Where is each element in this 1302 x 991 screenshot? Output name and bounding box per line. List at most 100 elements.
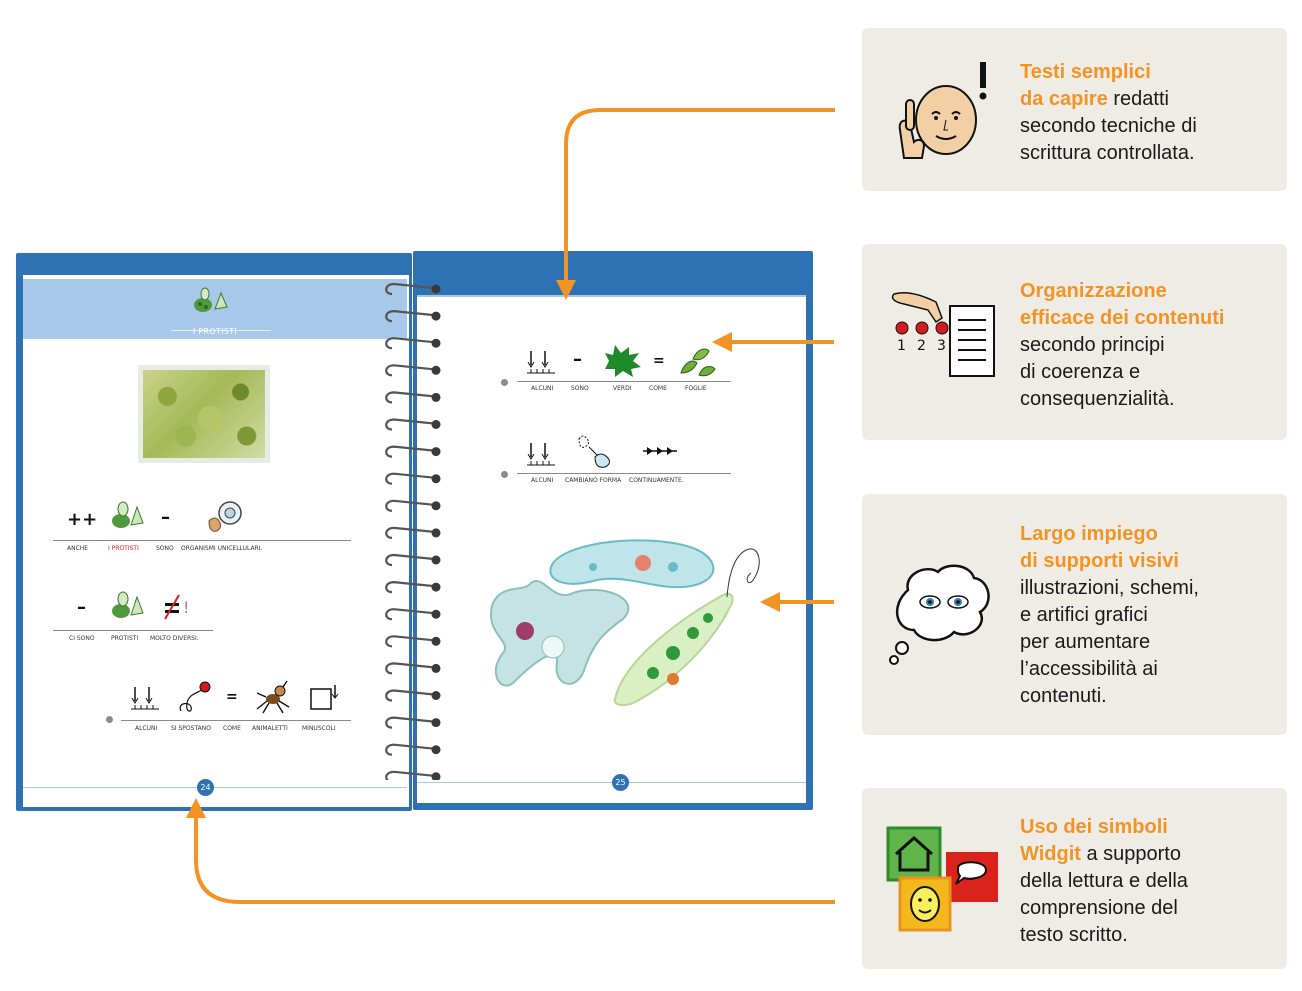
moving-symbol-icon — [179, 681, 211, 712]
protists-micrograph — [138, 365, 270, 463]
symbol-label: MINUSCOLI — [302, 725, 336, 732]
symbol-sentence-2: – ! CI SONO PROTISTI MOLTO DIVERSI. — [23, 585, 407, 645]
callout-line: secondo tecniche di — [1020, 115, 1197, 137]
notebook-page-left: I PROTISTI ++ – ANCHE I PROTISTI SONO OR… — [16, 253, 412, 811]
footer-line — [23, 787, 407, 788]
callout-card-4: Uso dei simboli Widgit a supporto della … — [862, 788, 1287, 969]
binding-ring — [385, 364, 441, 377]
symbol-label: SONO — [156, 545, 174, 552]
symbol-label: CI SONO — [69, 635, 95, 642]
some-quantifier-icon — [131, 687, 159, 710]
small-size-icon — [310, 685, 339, 710]
callout-text-1: Testi semplici da capire redatti secondo… — [1020, 59, 1197, 167]
callout-line: contenuti. — [1020, 685, 1107, 707]
arrowhead-4 — [186, 798, 206, 818]
symbol-label: SI SPOSTANO — [171, 725, 211, 732]
symbol-label: CAMBIANO FORMA — [565, 477, 622, 484]
symbol-label: PROTISTI — [111, 635, 139, 642]
footer-line — [417, 782, 806, 783]
callout-line: illustrazioni, schemi, — [1020, 577, 1199, 599]
symbol-label: ALCUNI — [135, 725, 158, 732]
sentence-baseline — [53, 630, 213, 631]
callout-line: comprensione del — [1020, 897, 1178, 919]
page-number-badge: 25 — [612, 774, 629, 791]
binding-ring — [385, 743, 441, 756]
callout-text-4: Uso dei simboli Widgit a supporto della … — [1020, 814, 1188, 949]
binding-ring — [385, 337, 441, 350]
sentence-baseline — [517, 473, 731, 474]
callout-line: Widgit a supporto — [1020, 843, 1181, 865]
binding-ring — [385, 472, 441, 485]
minus-symbol: – — [77, 597, 86, 618]
callout-line: Organizzazione — [1020, 280, 1167, 302]
paramecium-drawing — [549, 539, 715, 589]
callout-line: Testi semplici — [1020, 61, 1151, 83]
equals-symbol: = — [226, 689, 238, 705]
spiral-binding — [385, 282, 441, 780]
title-underline — [171, 330, 271, 331]
binding-ring — [385, 526, 441, 539]
symbol-label: COME — [649, 385, 667, 392]
binding-ring — [385, 418, 441, 431]
arrowhead-1 — [556, 280, 576, 300]
symbol-label: ANCHE — [67, 545, 89, 552]
connector-arrow-4 — [194, 816, 835, 904]
callout-line: testo scritto. — [1020, 924, 1128, 946]
header-line — [417, 295, 806, 297]
callout-line: l’accessibilità ai — [1020, 658, 1158, 680]
bullet-dot — [501, 379, 508, 386]
binding-ring — [385, 689, 441, 702]
binding-ring — [385, 662, 441, 675]
callout-card-2: 1 2 3 Organizzazione efficace dei conten… — [862, 244, 1287, 440]
symbol-label: ALCUNI — [531, 477, 554, 484]
callout-line: di supporti visivi — [1020, 550, 1179, 572]
symbol-label: I PROTISTI — [108, 545, 139, 552]
callout-line: consequenzialità. — [1020, 388, 1175, 410]
protists-symbol-icon — [112, 591, 144, 618]
callout-line: per aumentare — [1020, 631, 1151, 653]
micrograph-image — [143, 370, 265, 458]
sentence-baseline — [53, 540, 351, 541]
callout-text-3: Largo impiego di supporti visivi illustr… — [1020, 521, 1199, 710]
minus-symbol: – — [573, 349, 582, 370]
binding-ring — [385, 770, 441, 780]
symbol-sentence-1: ++ – ANCHE I PROTISTI SONO ORGANISMI UNI… — [23, 495, 407, 555]
notebook-page-right: – = ALCUNI SONO VERDI COME FOGLIE — [413, 251, 813, 810]
binding-ring — [385, 391, 441, 404]
binding-ring — [385, 608, 441, 621]
leaves-icon — [680, 348, 716, 377]
symbol-label: SONO — [571, 385, 589, 392]
callout-card-1: Testi semplici da capire redatti secondo… — [862, 28, 1287, 191]
symbol-label: ORGANISMI UNICELLULARI. — [181, 545, 263, 552]
protists-title-icon — [194, 287, 228, 312]
callout-line: Largo impiego — [1020, 523, 1158, 545]
callout-line: scrittura controllata. — [1020, 142, 1195, 164]
callout-card-3: Largo impiego di supporti visivi illustr… — [862, 494, 1287, 735]
binding-ring — [385, 716, 441, 729]
connector-arrow-1 — [564, 108, 835, 286]
symbol-label: FOGLIE — [685, 385, 707, 392]
binding-ring — [385, 499, 441, 512]
arrowhead-3 — [760, 592, 780, 612]
binding-ring — [385, 635, 441, 648]
thought-cloud-eyes-icon — [889, 564, 990, 665]
widgit-symbols-icon — [886, 826, 998, 932]
callout-line: da capire redatti — [1020, 88, 1169, 110]
ordered-list-icon: 1 2 3 — [891, 291, 995, 377]
amoeba-drawing — [490, 580, 630, 687]
callout-text-2: Organizzazione efficace dei contenuti se… — [1020, 278, 1225, 413]
callout-line: e artifici grafici — [1020, 604, 1148, 626]
single-cell-organism-icon — [208, 501, 242, 532]
not-equal-symbol-icon: ! — [164, 594, 189, 620]
symbol-sentence-right-1: – = ALCUNI SONO VERDI COME FOGLIE — [417, 339, 806, 399]
svg-text:!: ! — [183, 598, 189, 617]
svg-text:3: 3 — [937, 338, 946, 354]
bullet-dot — [501, 471, 508, 478]
symbol-sentence-3: = ALCUNI SI SPOSTANO COME ANIMALETTI MIN… — [23, 675, 407, 735]
symbol-label: ANIMALETTI — [252, 725, 288, 732]
face-thinking-icon — [898, 62, 987, 159]
callout-line: Uso dei simboli — [1020, 816, 1168, 838]
binding-ring — [385, 553, 441, 567]
symbol-sentence-right-2: ALCUNI CAMBIANO FORMA CONTINUAMENTE. — [417, 431, 806, 491]
minus-symbol: – — [161, 507, 170, 528]
